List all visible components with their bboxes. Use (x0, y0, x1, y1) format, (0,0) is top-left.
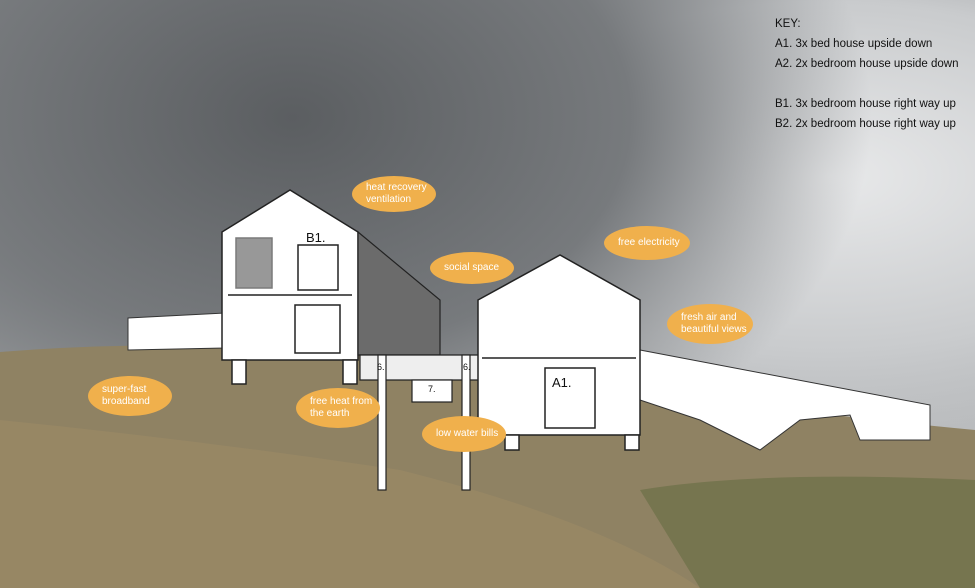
bubble-fresh-air: fresh air and beautiful views (667, 304, 753, 344)
key-title: KEY: (775, 18, 801, 30)
link-building (357, 230, 481, 491)
label-7: 7. (428, 384, 436, 394)
bubble-social-space: social space (430, 252, 514, 284)
stone-wall-left (127, 312, 226, 351)
key-item-a1: A1. 3x bed house upside down (775, 38, 933, 50)
house-a1 (477, 254, 641, 451)
bubble-free-electricity: free electricity (604, 226, 690, 260)
bubble-free-heat: free heat from the earth (296, 388, 380, 428)
label-a1: A1. (552, 375, 572, 390)
label-6-right: 6. (463, 362, 471, 372)
key-item-a2: A2. 2x bedroom house upside down (775, 58, 959, 70)
label-6-left: 6. (377, 362, 385, 372)
bubble-broadband: super-fast broadband (88, 376, 172, 416)
label-b1: B1. (306, 230, 326, 245)
bubble-low-water-bills: low water bills (422, 416, 506, 452)
key-item-b1: B1. 3x bedroom house right way up (775, 98, 956, 110)
valley (640, 476, 975, 588)
key-item-b2: B2. 2x bedroom house right way up (775, 118, 956, 130)
hill-shade (0, 420, 700, 588)
bubble-heat-recovery: heat recovery ventilation (352, 176, 436, 212)
house-b1 (221, 189, 359, 385)
key-legend: KEY: A1. 3x bed house upside down A2. 2x… (775, 14, 958, 134)
stone-wall-right (639, 349, 931, 451)
